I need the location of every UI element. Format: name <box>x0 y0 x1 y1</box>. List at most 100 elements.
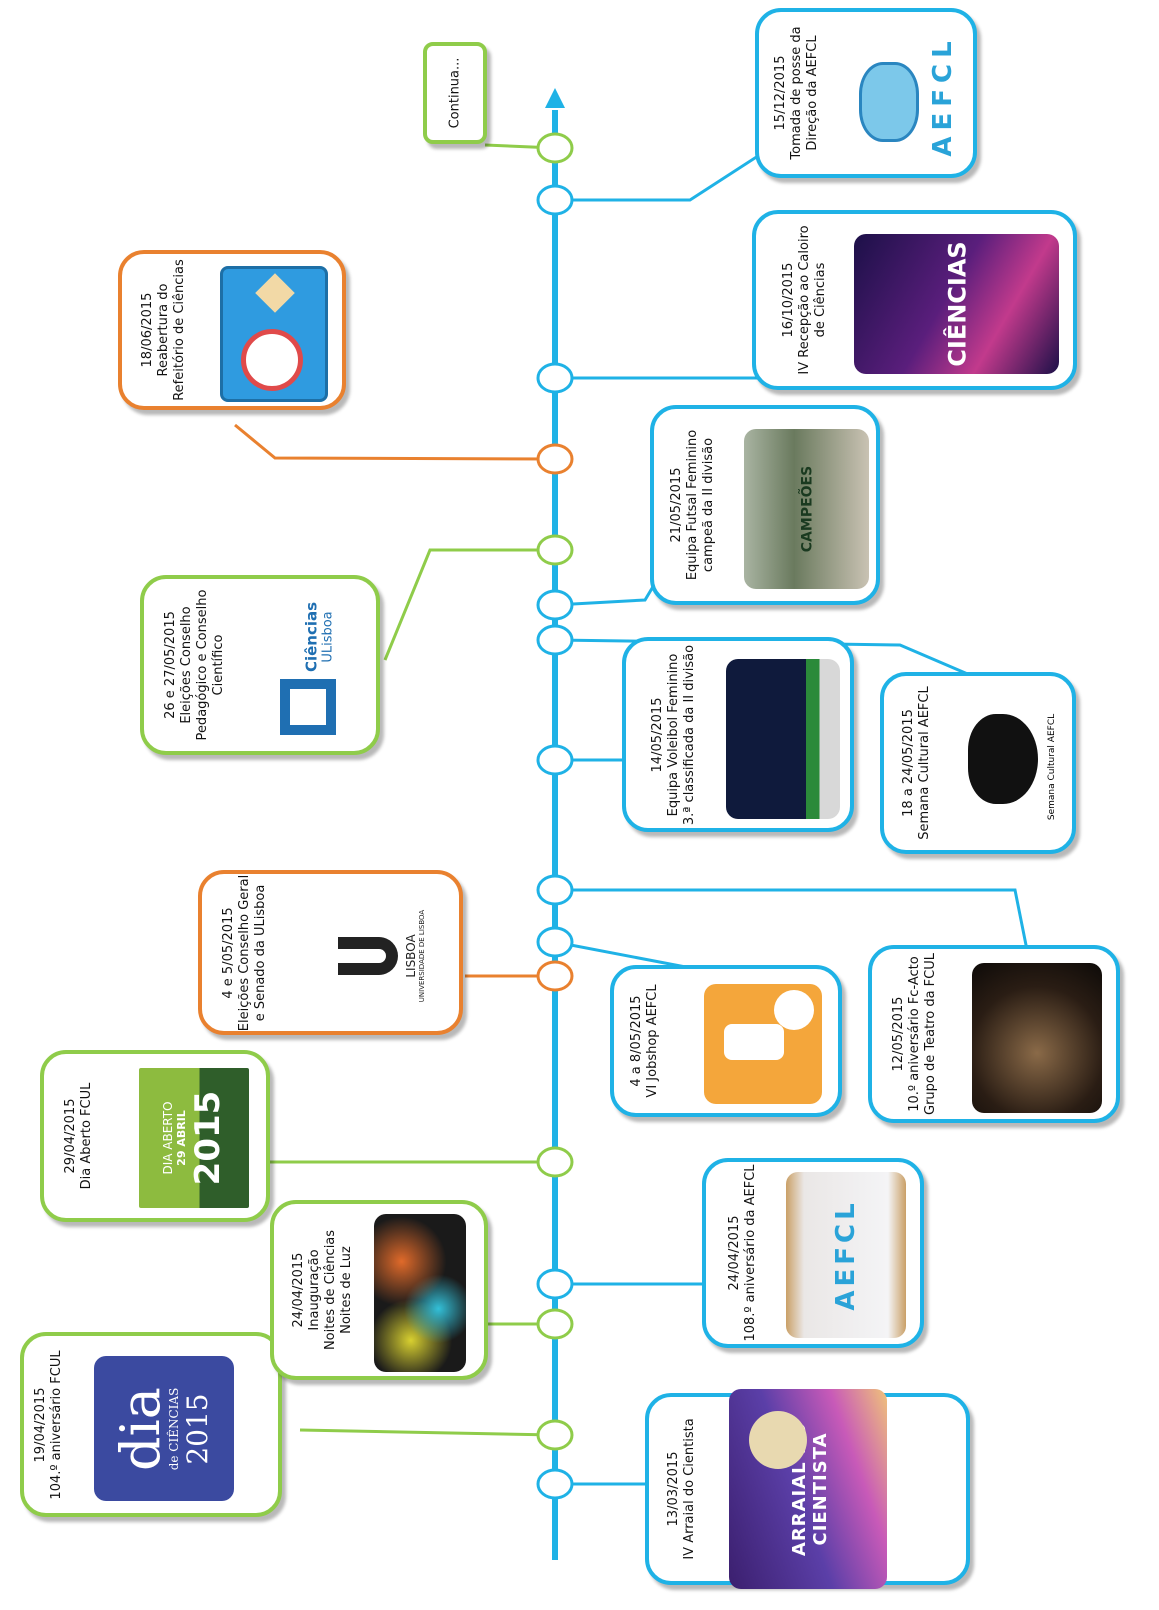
event-card-e14: CIÊNCIAS <box>752 210 1077 390</box>
owl-mark <box>859 62 919 142</box>
event-image-text-e11: CAMPEÕES <box>798 465 815 553</box>
event-image-e02: dia de CIÊNCIAS 2015 <box>94 1356 234 1501</box>
ciencias-text-wrap: Ciências ULisboa <box>274 599 364 675</box>
event-title-e07: VI Jobshop AEFCL <box>645 984 660 1098</box>
event-card-e08 <box>868 945 1120 1123</box>
node-e08 <box>536 874 574 906</box>
event-card-e03 <box>270 1200 488 1380</box>
event-image-e12: Ciências ULisboa <box>274 599 364 739</box>
event-image-e05: DIA ABERTO 29 ABRIL 2015 <box>139 1068 249 1208</box>
event-title-e11: Equipa Futsal Feminino campeã da II divi… <box>685 429 716 581</box>
node-e04 <box>536 1268 574 1300</box>
event-date-e01: 13/03/2015 <box>666 1451 681 1527</box>
event-date-e06: 4 e 5/05/2015 <box>221 906 236 999</box>
event-image-e07 <box>704 984 822 1104</box>
event-image-e06: LISBOA UNIVERSIDADE DE LISBOA <box>307 892 457 1020</box>
event-date-e04: 24/04/2015 <box>727 1215 742 1291</box>
event-date-e07: 4 a 8/05/2015 <box>629 995 644 1087</box>
event-title-e01: IV Arraial do Cientista <box>682 1418 697 1560</box>
event-title-e13: Reabertura do Refeitório de Ciências <box>156 259 187 401</box>
node-e03 <box>536 1308 574 1340</box>
event-date-e03: 24/04/2015 <box>291 1252 306 1328</box>
event-image-e03 <box>374 1214 466 1372</box>
ciencias-square <box>280 679 336 735</box>
event-card-e06: LISBOA UNIVERSIDADE DE LISBOA <box>198 870 463 1035</box>
event-image-e10: Semana Cultural AEFCL <box>954 696 1064 838</box>
node-continua <box>536 132 574 164</box>
event-date-e09: 14/05/2015 <box>650 697 665 772</box>
connector-e02 <box>299 1428 556 1437</box>
event-image-text-e14: CIÊNCIAS <box>942 241 971 367</box>
connector-e14 <box>555 329 777 380</box>
node-e10 <box>536 624 574 656</box>
event-card-e13 <box>118 250 346 410</box>
plate-icon <box>241 329 303 391</box>
event-card-e09 <box>622 637 854 832</box>
jobshop-person <box>724 1024 784 1060</box>
ciencias-line2: ULisboa <box>320 611 336 663</box>
ulisboa-city: LISBOA <box>404 934 418 978</box>
event-title-e14: IV Recepção ao Caloiro de Ciências <box>797 225 828 375</box>
node-e15 <box>536 184 574 216</box>
event-image-e08 <box>972 963 1102 1113</box>
event-title-e06: Eleições Conselho Geral e Senado da ULis… <box>237 874 268 1031</box>
timeline-arrowhead <box>545 88 565 108</box>
head-caption-wrap: Semana Cultural AEFCL <box>1042 696 1062 838</box>
head-silhouette <box>968 714 1038 804</box>
continua-label: Continua... <box>447 57 463 129</box>
event-card-e01: ARRAIAL DO CIENTISTA <box>645 1389 970 1589</box>
event-date-e11: 21/05/2015 <box>669 467 684 543</box>
event-card-e12: Ciências ULisboa <box>140 575 380 755</box>
event-date-e08: 12/05/2015 <box>891 996 906 1072</box>
event-card-e05: DIA ABERTO 29 ABRIL 2015 <box>40 1050 270 1222</box>
connector-e13 <box>234 423 556 461</box>
ciencias-line1: Ciências <box>302 601 321 673</box>
aefcl-text-wrap: AEFCL <box>925 22 961 170</box>
connector-e15 <box>555 143 776 202</box>
node-e02 <box>536 1419 574 1451</box>
node-e11 <box>536 589 574 621</box>
event-card-e10: Semana Cultural AEFCL <box>880 672 1076 854</box>
event-date-e15: 15/12/2015 <box>773 55 788 131</box>
event-title-e03: Inauguração Noites de Ciências Noites de… <box>307 1229 354 1351</box>
node-e12 <box>536 534 574 566</box>
event-title-e02: 104.º aniversário FCUL <box>49 1349 64 1500</box>
event-image-e15: AEFCL <box>849 22 964 170</box>
node-e01 <box>536 1468 574 1500</box>
event-date-e10: 18 a 24/05/2015 <box>901 709 916 817</box>
event-card-e07 <box>610 965 842 1117</box>
event-image-e11: CAMPEÕES <box>744 429 869 589</box>
event-date-e13: 18/06/2015 <box>140 292 155 368</box>
poster-disc <box>748 1411 807 1469</box>
event-date-e12: 26 e 27/05/2015 <box>163 611 178 719</box>
event-card-e11: CAMPEÕES <box>650 405 880 605</box>
jobshop-bubble <box>774 990 814 1030</box>
event-date-e05: 29/04/2015 <box>63 1098 78 1174</box>
head-caption: Semana Cultural AEFCL <box>1047 713 1057 821</box>
node-e09 <box>536 744 574 776</box>
